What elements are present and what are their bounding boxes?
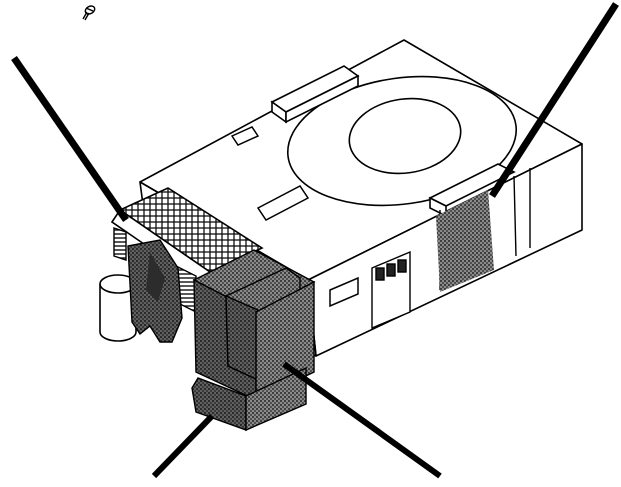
pointer-line-bottom-right — [282, 361, 442, 479]
circular-disk-outline — [286, 75, 518, 207]
side-mounting-tab — [428, 163, 516, 218]
pointer-line-top-right — [489, 2, 619, 198]
cylinder-component — [99, 274, 137, 342]
front-left-bracket — [127, 239, 183, 343]
top-slot-small — [230, 126, 260, 146]
top-mounting-tab — [270, 65, 360, 124]
front-vent-block — [371, 250, 411, 330]
pointer-lines — [11, 2, 619, 479]
top-slot-long — [256, 185, 310, 221]
pointer-line-bottom-left — [151, 413, 215, 479]
pointer-line-top-left — [11, 56, 129, 222]
loose-screw-icon — [82, 5, 96, 21]
front-window-left — [329, 276, 359, 308]
front-latch-block — [191, 249, 316, 432]
side-shaded-panel — [436, 190, 494, 292]
